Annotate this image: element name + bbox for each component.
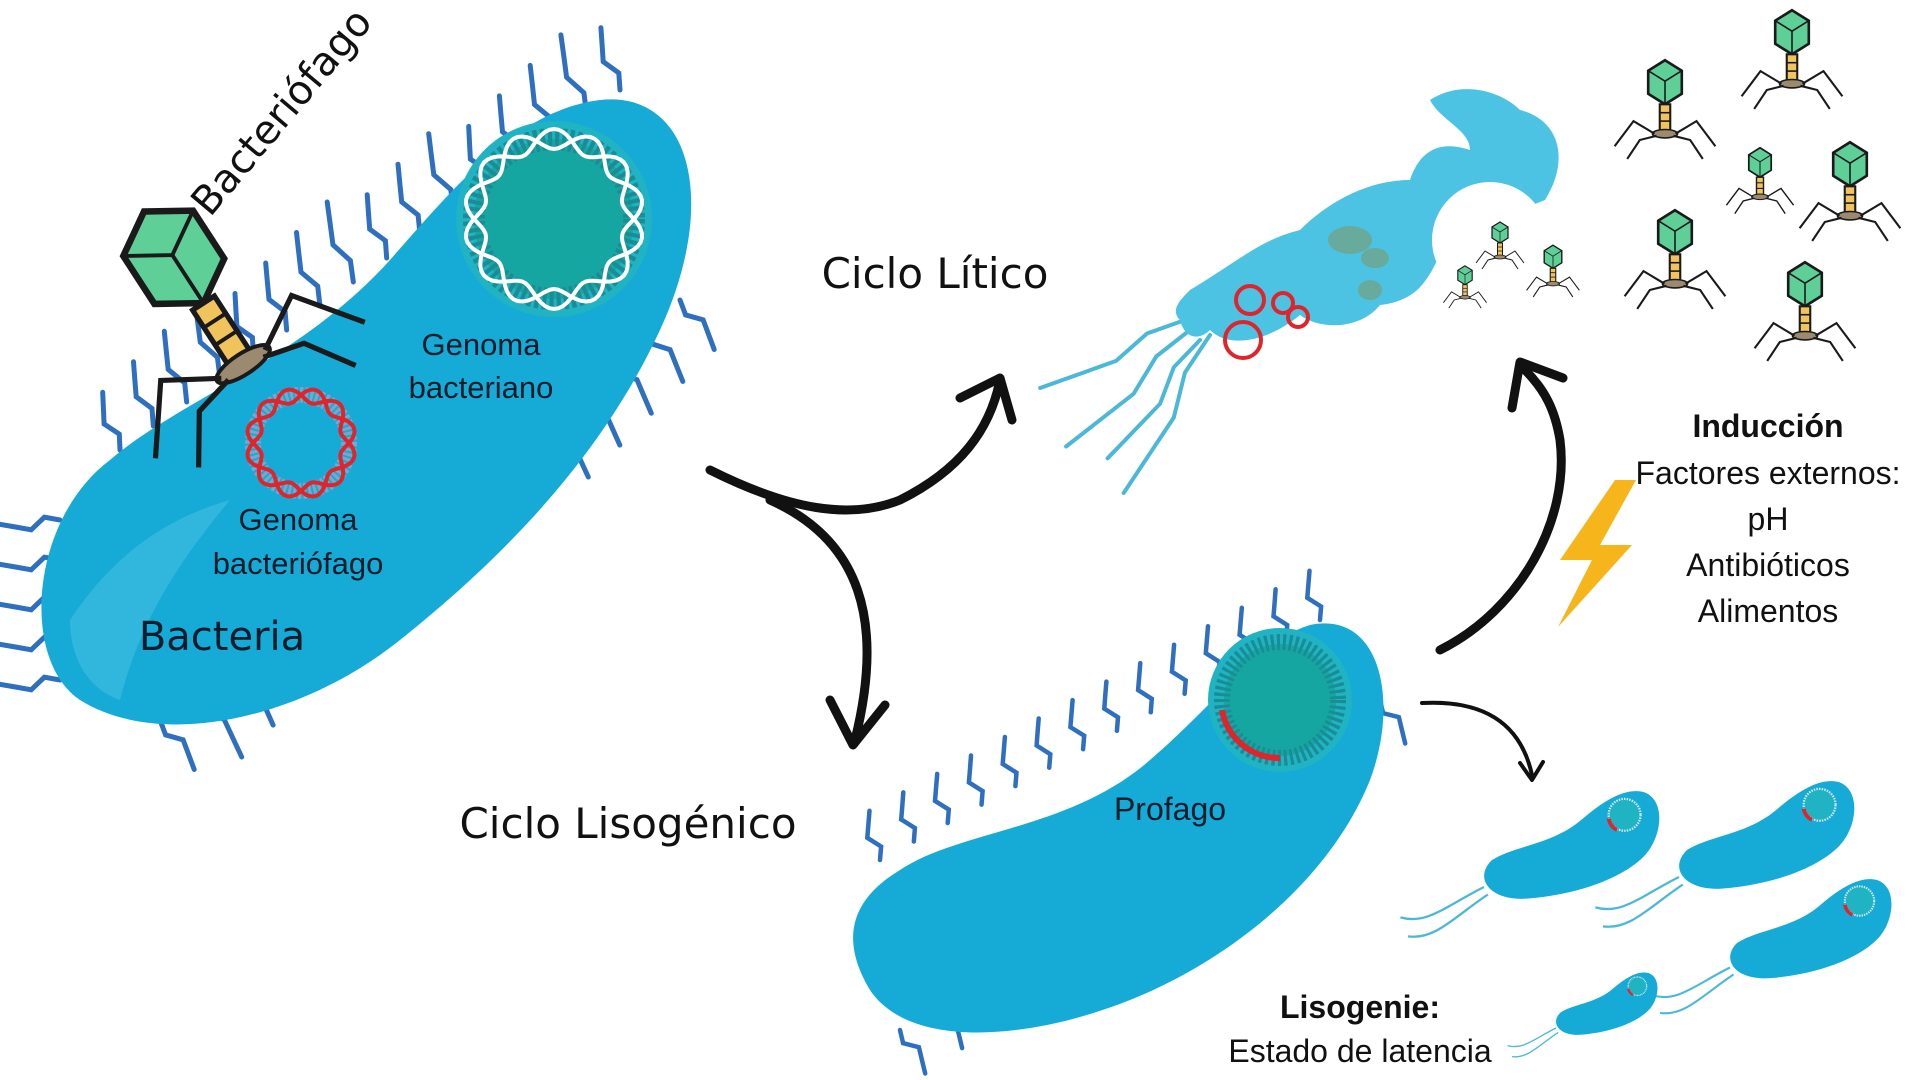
arrow-to-lysogenic [765, 495, 872, 745]
induction-title: Inducción [1692, 408, 1843, 444]
flagellum [1000, 734, 1019, 789]
flagellum [0, 674, 63, 693]
flagellum [966, 753, 985, 807]
lightning-icon [1558, 480, 1636, 627]
bacteria-label: Bacteria [139, 614, 305, 660]
flagellum [677, 297, 717, 352]
flagellum [131, 359, 156, 429]
lysogeny-block: Lisogenie: Estado de latencia [1228, 989, 1492, 1069]
flagellum [364, 192, 390, 261]
induction-block: Inducción Factores externos: pH Antibiót… [1636, 408, 1901, 629]
arrow-to-lytic [705, 375, 1005, 515]
flagellum [157, 717, 197, 772]
flagellum [0, 514, 63, 533]
flagellum [1068, 697, 1087, 752]
induction-factor: pH [1748, 501, 1789, 537]
flagellum [1038, 318, 1187, 390]
lysed-bacterium [1038, 89, 1559, 495]
induction-factor: Antibióticos [1686, 547, 1850, 583]
flagellum [1304, 568, 1324, 623]
flagellum [263, 260, 290, 333]
lysogenic-cycle-label: Ciclo Lisogénico [459, 799, 796, 848]
lytic-cycle-label: Ciclo Lítico [822, 249, 1049, 298]
flagellum [932, 771, 952, 826]
lysogeny-title: Lisogenie: [1280, 989, 1440, 1025]
offspring-bacterium [1507, 972, 1658, 1058]
flagellum [558, 32, 590, 117]
lysogeny-subtitle: Estado de latencia [1228, 1033, 1492, 1069]
offspring-bacterium [1652, 879, 1892, 1015]
flagellum [1121, 333, 1212, 495]
bacterial-genome-label-1: Genoma [422, 327, 542, 362]
flagellum [1169, 642, 1189, 697]
flagellum [100, 389, 123, 453]
flagellum [395, 161, 423, 237]
phage-genome-icon [245, 387, 357, 499]
phage-genome-label-1: Genoma [239, 502, 359, 537]
arrow-induction [1435, 365, 1566, 655]
cycle-arrows [705, 357, 1568, 782]
flagellum [897, 1027, 928, 1076]
flagellum [898, 790, 918, 844]
prophage-label: Profago [1114, 791, 1226, 827]
flagellum [864, 808, 884, 863]
flagellum [598, 25, 623, 93]
cell-debris [1328, 226, 1389, 300]
flagellum [1034, 716, 1053, 770]
flagellum [324, 199, 356, 285]
arrow-lysogeny [1420, 700, 1534, 777]
induction-factor: Alimentos [1698, 593, 1839, 629]
offspring-bacterium [1595, 781, 1855, 928]
induction-subtitle: Factores externos: [1636, 455, 1901, 491]
bacterial-genome-icon [456, 121, 652, 317]
lysogenic-offspring [1400, 781, 1892, 1058]
offspring-bacterium [1400, 791, 1660, 938]
bacteriophage-label: Bacteriófago [182, 0, 381, 224]
flagellum [1377, 697, 1408, 746]
flagellum [294, 230, 323, 309]
flagellum [161, 328, 190, 405]
phage-genome-label-2: bacteriófago [213, 546, 384, 581]
flagellum [1135, 660, 1155, 715]
bacterial-genome-label-2: bacteriano [409, 370, 554, 405]
lysogenic-bacterium [853, 568, 1408, 1076]
flagellum [1105, 338, 1202, 461]
lysed-cell-body [1175, 89, 1559, 341]
flagellum [1064, 328, 1192, 449]
flagellum [1101, 679, 1121, 734]
